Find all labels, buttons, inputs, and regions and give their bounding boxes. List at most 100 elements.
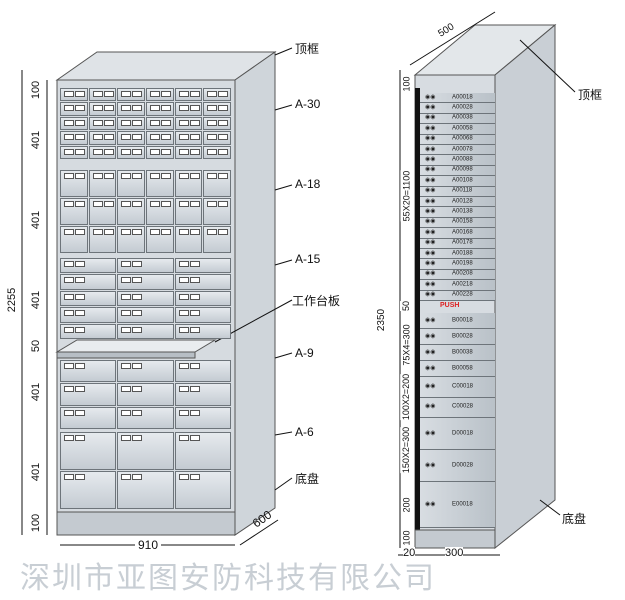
deposit-box — [174, 226, 203, 253]
lock-icon — [121, 229, 132, 235]
lock-icon — [189, 261, 200, 267]
lock-icon — [64, 409, 74, 416]
left-height-dim: 401 — [30, 462, 43, 482]
label-top-frame: 顶框 — [295, 42, 320, 56]
leader-line — [274, 47, 293, 56]
lock-icon — [132, 474, 143, 480]
deposit-box: ◉◉A00098 — [420, 165, 495, 177]
lock-icon — [132, 105, 143, 112]
lock-icon — [103, 105, 114, 112]
leader-line — [519, 39, 576, 93]
left-height-dim: 50 — [30, 339, 43, 353]
box-code: A00188 — [452, 250, 473, 257]
lock-icon — [121, 277, 132, 284]
box-code: B00018 — [452, 317, 473, 323]
deposit-box: ◉◉A00168 — [420, 228, 495, 239]
deposit-box: ◉◉A00078 — [420, 145, 495, 156]
lock-icon — [189, 105, 200, 112]
deposit-box: ◉◉B00038 — [420, 345, 495, 361]
label-a9: A-9 — [295, 346, 314, 360]
deposit-box — [60, 258, 117, 274]
lock-icon — [64, 229, 74, 235]
lock-icon — [121, 293, 132, 300]
deposit-box — [60, 131, 88, 145]
deposit-box: ◉◉A00108 — [420, 176, 495, 187]
lock-icon — [75, 119, 85, 126]
lock-icon — [189, 201, 200, 207]
deposit-box: ◉◉A00178 — [420, 238, 495, 249]
lock-icon: ◉◉ — [425, 135, 436, 142]
left-height-dim: 401 — [30, 382, 43, 402]
lock-icon — [75, 173, 85, 179]
lock-icon — [189, 134, 200, 141]
lock-icon: ◉◉ — [425, 462, 436, 468]
lock-icon — [121, 386, 132, 393]
lock-icon — [132, 293, 143, 300]
lock-icon — [75, 105, 85, 112]
deposit-box: ◉◉A00018 — [420, 93, 495, 104]
right-total-height-dim: 2350 — [376, 308, 389, 332]
deposit-box — [146, 102, 174, 116]
deposit-box — [60, 274, 117, 290]
lock-icon — [150, 91, 160, 97]
lock-icon — [75, 474, 85, 480]
lock-icon — [161, 229, 171, 235]
lock-icon: ◉◉ — [425, 430, 436, 436]
box-code: A00028 — [452, 104, 473, 111]
deposit-box — [117, 290, 174, 307]
deposit-box: ◉◉A00118 — [420, 186, 495, 197]
lock-icon: ◉◉ — [425, 501, 436, 507]
lock-icon — [132, 386, 143, 393]
lock-icon — [121, 148, 132, 155]
lock-icon — [121, 310, 132, 317]
label-a15: A-15 — [295, 252, 321, 266]
lock-icon: ◉◉ — [425, 291, 436, 298]
box-code: A00038 — [452, 114, 473, 121]
deposit-box — [174, 145, 203, 159]
deposit-box — [203, 102, 231, 116]
lock-icon: ◉◉ — [425, 156, 436, 163]
deposit-box: ◉◉B00018 — [420, 313, 495, 329]
deposit-box — [117, 145, 145, 159]
lock-icon: ◉◉ — [425, 125, 436, 132]
lock-icon — [161, 105, 171, 112]
lock-icon — [150, 148, 160, 155]
box-code: A00128 — [452, 198, 473, 205]
deposit-box — [203, 226, 231, 253]
box-code: A00088 — [452, 156, 473, 163]
lock-icon: ◉◉ — [425, 365, 436, 371]
left-total-height-dim: 2255 — [6, 287, 19, 313]
lock-icon — [207, 173, 218, 179]
leader-line — [274, 352, 293, 359]
left-height-dim: 100 — [30, 80, 43, 100]
lock-icon — [64, 386, 74, 393]
lock-icon — [132, 435, 143, 441]
lock-icon — [189, 310, 200, 317]
left-height-dim: 401 — [30, 290, 43, 310]
box-code: A00208 — [452, 270, 473, 277]
lock-icon — [121, 105, 132, 112]
deposit-box — [146, 198, 174, 225]
lock-icon — [178, 409, 189, 416]
box-code: C00018 — [452, 383, 474, 390]
deposit-box — [117, 307, 174, 323]
right-cabinet-base — [414, 529, 496, 549]
lock-icon — [132, 134, 143, 141]
leader-line — [274, 184, 293, 191]
lock-icon — [75, 148, 85, 155]
lock-icon — [178, 119, 189, 126]
lock-icon — [103, 229, 114, 235]
lock-icon — [103, 148, 114, 155]
lock-icon — [218, 134, 229, 141]
box-code: B00038 — [452, 349, 473, 355]
box-code: B00028 — [452, 333, 473, 339]
lock-icon — [64, 105, 74, 112]
lock-icon: ◉◉ — [425, 270, 436, 277]
lock-icon — [75, 229, 85, 235]
lock-icon — [132, 91, 143, 97]
lock-icon — [132, 310, 143, 317]
lock-icon — [178, 105, 189, 112]
lock-icon: ◉◉ — [425, 239, 436, 246]
work-board — [55, 339, 217, 353]
lock-icon — [178, 201, 189, 207]
